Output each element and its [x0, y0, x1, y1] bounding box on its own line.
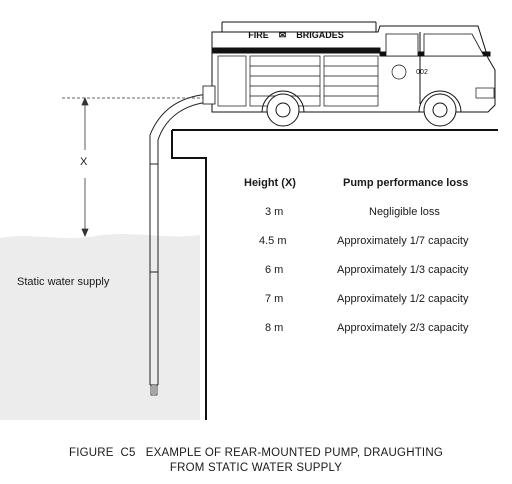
header-loss: Pump performance loss	[343, 177, 469, 189]
row-3-loss: Approximately 1/3 capacity	[337, 264, 469, 276]
unit-number-badge	[391, 64, 407, 80]
static-water-body	[0, 234, 200, 420]
row-4-loss: Approximately 1/2 capacity	[337, 293, 469, 305]
water-label: Static water supply	[17, 276, 110, 288]
row-3-height: 6 m	[265, 264, 284, 276]
truck-side-text: FIRE ✉ BRIGADES	[248, 30, 344, 40]
figure-caption-line-2: FROM STATIC WATER SUPPLY	[169, 462, 343, 474]
dimension-x-label: X	[80, 156, 88, 168]
row-1-loss: Negligible loss	[369, 206, 440, 218]
row-4-height: 7 m	[265, 293, 284, 305]
dimension-x	[81, 96, 89, 238]
figure-caption-line-1: FIGURE C5 EXAMPLE OF REAR-MOUNTED PUMP, …	[69, 447, 443, 459]
row-5-height: 8 m	[265, 322, 284, 334]
row-1-height: 3 m	[265, 206, 284, 218]
truck-number: 002	[416, 69, 428, 76]
row-2-height: 4.5 m	[259, 235, 287, 247]
header-height: Height (X)	[244, 177, 296, 189]
row-2-loss: Approximately 1/7 capacity	[337, 235, 469, 247]
row-5-loss: Approximately 2/3 capacity	[337, 322, 469, 334]
fire-truck	[202, 21, 496, 127]
strainer	[150, 384, 158, 396]
tank-wall	[171, 130, 207, 420]
